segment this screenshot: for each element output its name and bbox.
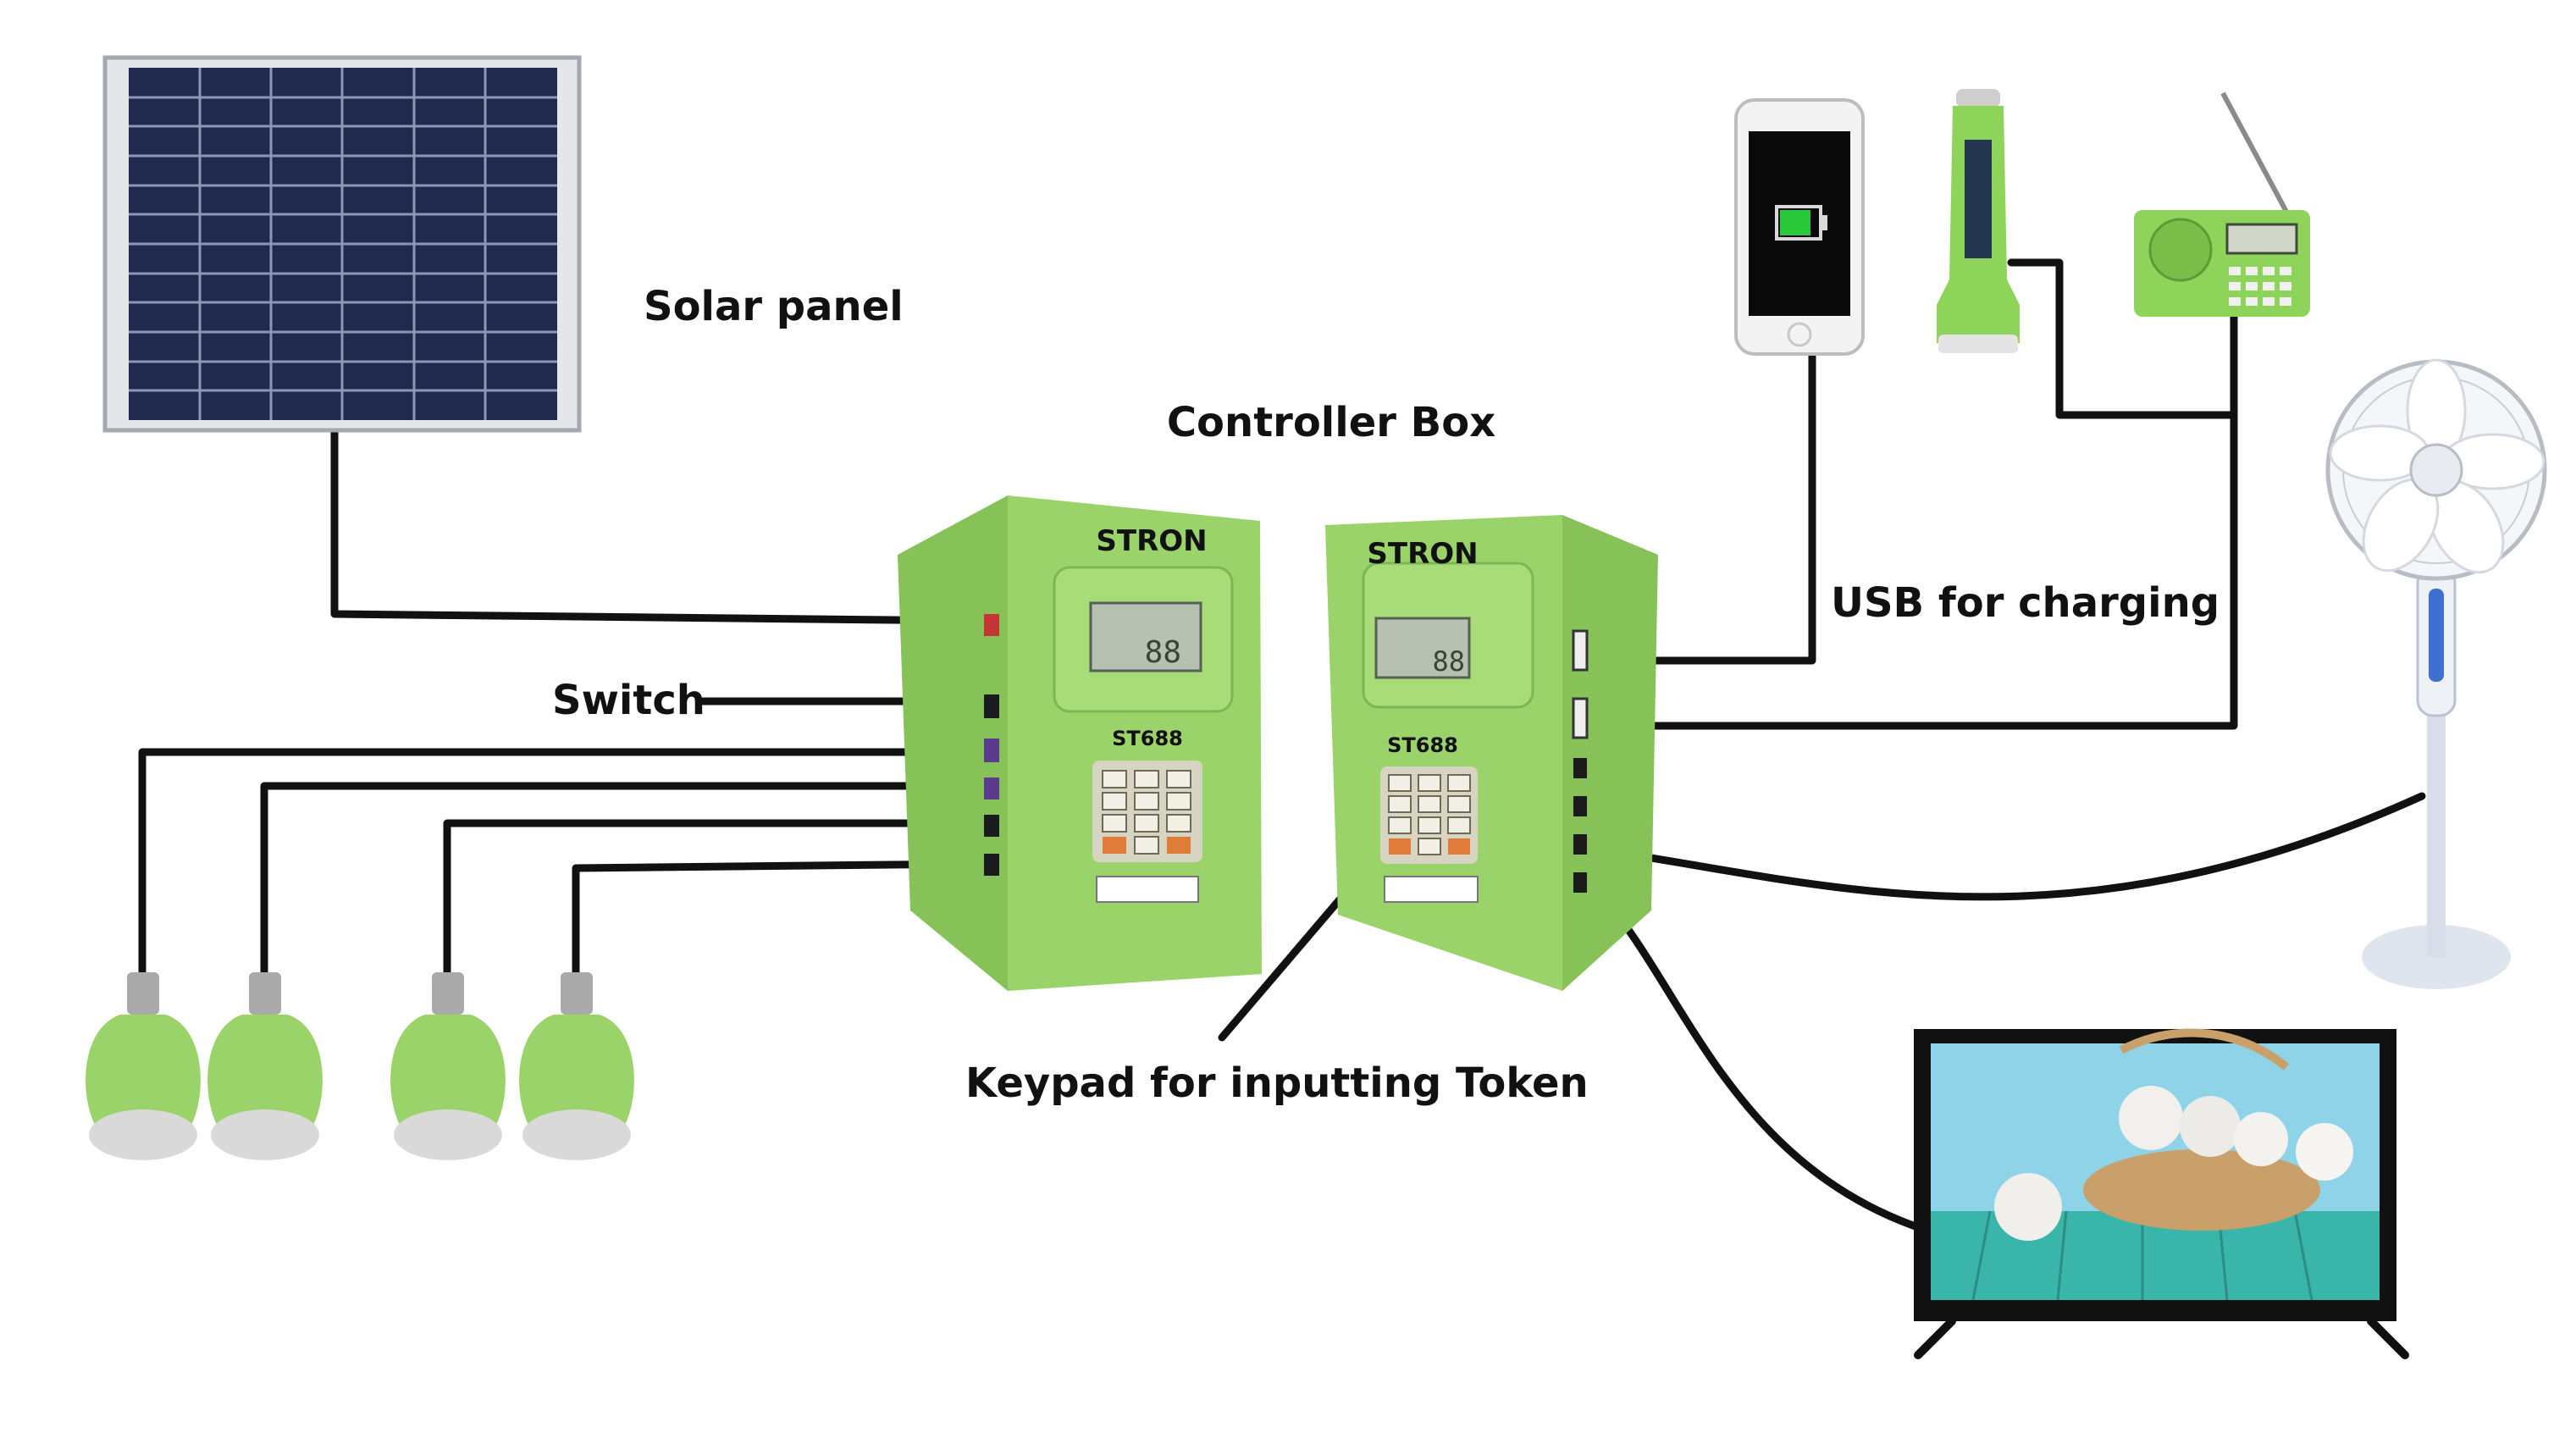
- controller-box-icon: 88 STRON ST688: [898, 495, 1262, 991]
- wire-radio: [1592, 313, 2238, 730]
- label-usb-charging: USB for charging: [1831, 579, 2219, 627]
- controller-box-icon-right: 88 STRON ST688: [1325, 515, 1658, 991]
- wire-bulb-4: [572, 860, 978, 977]
- label-controller-box: Controller Box: [1167, 399, 1495, 446]
- model-label-left: ST688: [1112, 727, 1183, 750]
- smartphone-icon: [1734, 98, 1865, 356]
- radio-icon: [2134, 91, 2310, 317]
- side-ports-left: [984, 614, 999, 876]
- wire-phone: [1592, 347, 1816, 665]
- wire-fan: [1592, 792, 2426, 901]
- label-solar-panel: Solar panel: [644, 283, 904, 330]
- side-ports-right: [1572, 629, 1589, 893]
- wire-tv: [1592, 887, 1952, 1241]
- label-switch: Switch: [552, 677, 705, 724]
- flashlight-icon: [1937, 89, 2020, 353]
- brand-label-right: STRON: [1367, 537, 1478, 571]
- brand-label-left: STRON: [1096, 524, 1207, 558]
- fan-icon: [2325, 358, 2547, 989]
- light-bulb-icon-2: [207, 972, 323, 1160]
- keypad-right: [1380, 766, 1478, 864]
- wire-bulb-2: [260, 782, 978, 977]
- wire-bulb-3: [443, 819, 978, 977]
- light-bulb-icon-3: [390, 972, 506, 1160]
- wire-solar: [330, 423, 978, 625]
- tv-icon: [1914, 1028, 2409, 1359]
- label-keypad: Keypad for inputting Token: [965, 1060, 1589, 1107]
- wire-flashlight: [2007, 258, 2238, 419]
- lcd-digits-right: 88: [1432, 645, 1465, 678]
- model-label-right: ST688: [1387, 733, 1458, 757]
- keypad-left: [1092, 761, 1202, 862]
- light-bulb-icon-4: [519, 972, 634, 1160]
- lcd-digits-left: 88: [1145, 635, 1181, 670]
- light-bulb-icon: [86, 972, 201, 1160]
- solar-panel-icon: [102, 55, 582, 433]
- wire-bulb-1: [138, 748, 978, 977]
